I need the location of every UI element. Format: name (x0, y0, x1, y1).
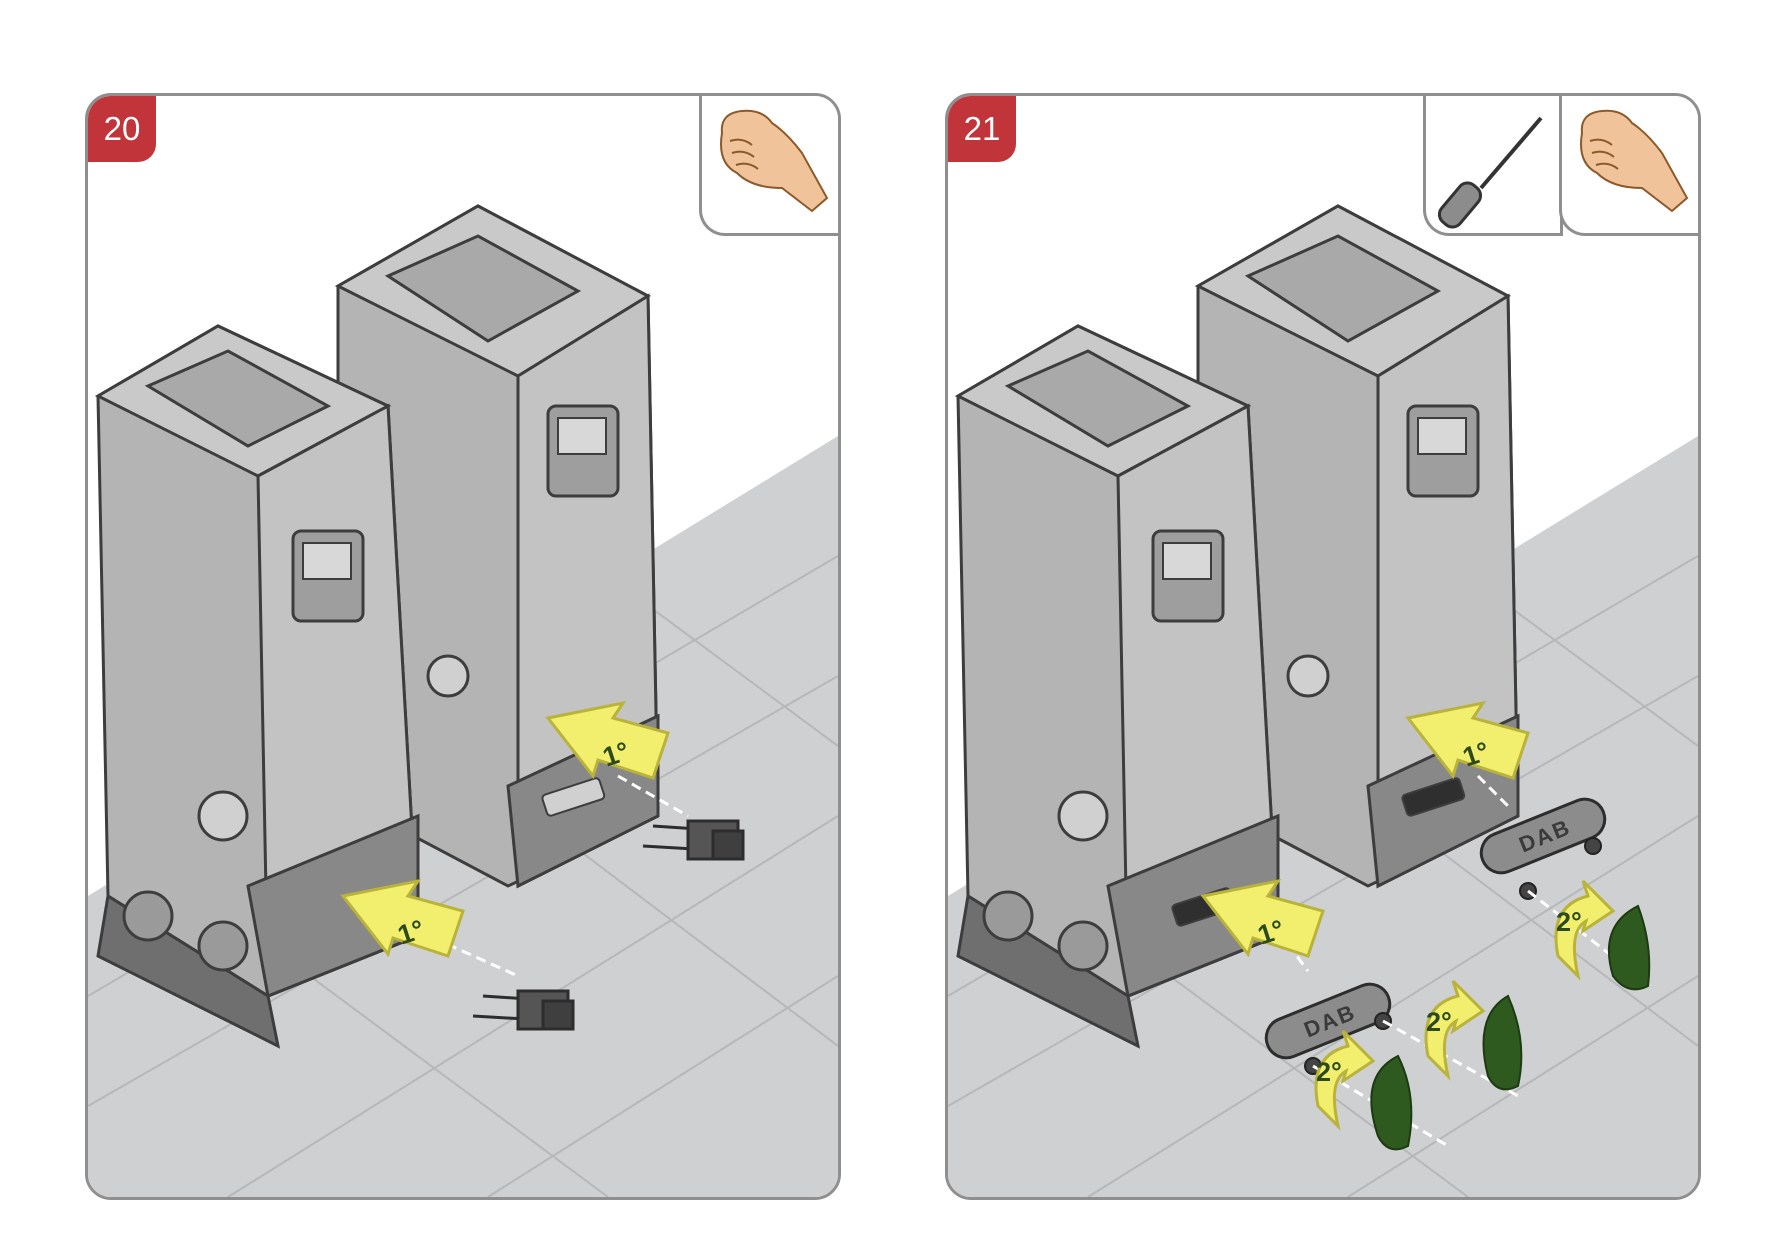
tools-required-box-screwdriver (1423, 96, 1563, 236)
rotate-arrow-2: 2° (1424, 979, 1523, 1091)
screwdriver-icon (1437, 116, 1543, 229)
pump-assembly-illustration: 1° 1° (88, 204, 838, 1197)
bridge-connector-2 (642, 819, 745, 861)
rotate-arrow-1: 2° (1314, 1029, 1413, 1151)
hand-icon (1580, 109, 1689, 213)
dab-cover-plate-back: DAB (1479, 797, 1607, 875)
pump-front (954, 324, 1280, 1049)
pump-front (94, 324, 420, 1049)
bridge-connector-1 (472, 989, 575, 1031)
pump-assembly-illustration: DAB DAB 1° 1° (948, 204, 1698, 1197)
rotate-arrow-3: 2° (1554, 879, 1651, 991)
step-panel-20: 1° 1° 20 (85, 93, 841, 1200)
insert-arrow-back: 1° (545, 700, 689, 818)
tools-required-box-hand (1559, 96, 1698, 236)
insert-arrow-back: 1° (1405, 700, 1530, 808)
step-number-badge: 21 (948, 96, 1016, 162)
tools-required-box (699, 96, 838, 236)
step-number-badge: 20 (88, 96, 156, 162)
dab-cover-plate-front: DAB (1264, 982, 1392, 1060)
step-panel-21: DAB DAB 1° 1° (945, 93, 1701, 1200)
hand-icon (720, 109, 829, 213)
rotate-label: 2° (1426, 1007, 1452, 1037)
rotate-label: 2° (1316, 1057, 1342, 1087)
rotate-label: 2° (1556, 907, 1582, 937)
